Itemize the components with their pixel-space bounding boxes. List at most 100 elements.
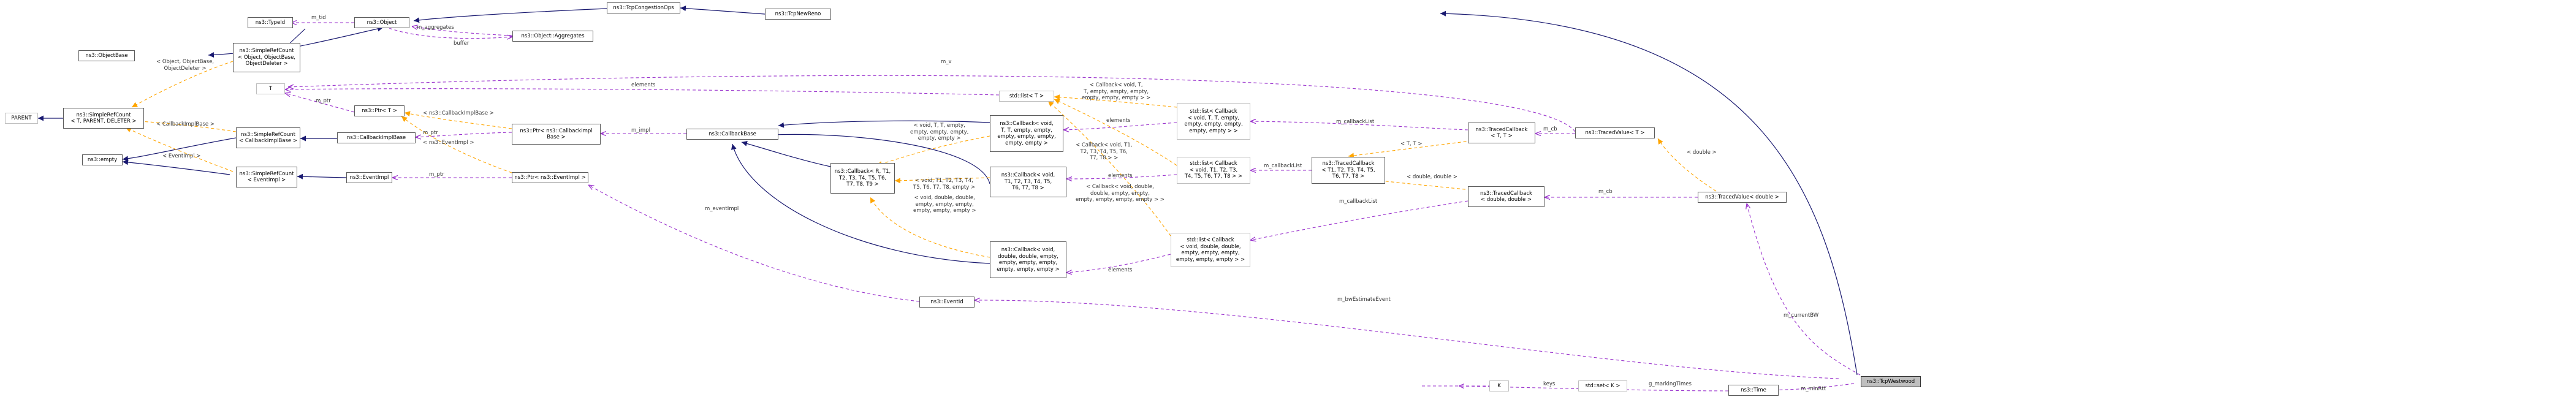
edge-label: < void, T1, T2, T3, T4, T5, T6, T7, T8, … [913,178,976,191]
edge-tcpnewreno-tcpcongestionops [680,6,766,15]
edge-label: < T, T > [1400,141,1423,147]
edge-label: m_ptr [423,130,438,136]
edge-callbackr-callbackbase [741,140,831,167]
edge-label: < void, double, double, empty, empty, em… [913,195,976,214]
edge-label: m_aggregates [417,25,454,31]
node-parent[interactable]: PARENT [5,113,38,124]
edge-ptrcb-ptrt [404,111,512,129]
node-ptr-callback-impl-base[interactable]: ns3::Ptr< ns3::CallbackImpl Base > [512,124,601,145]
edge-label: m_minRtt [1801,386,1826,392]
edge-label: < ns3::EventImpl > [423,140,474,146]
node-std-list-callback-t[interactable]: std::list< Callback < void, T, T, empty,… [1177,103,1250,140]
edge-label: g_markingTimes [1649,381,1692,387]
edge-tcpwestwood-tracedvaluedouble [1747,203,1861,376]
edge-label: m_tid [311,15,326,21]
edge-tracedcbt1-tracedcbt-tmpl [1348,140,1472,159]
edge-label: m_callbackList [1336,119,1375,125]
node-time[interactable]: ns3::Time [1728,385,1779,396]
node-event-impl[interactable]: ns3::EventImpl [346,172,392,183]
edge-label: m_callbackList [1339,198,1378,205]
node-callback-void-t1[interactable]: ns3::Callback< void, T1, T2, T3, T4, T5,… [990,167,1066,197]
edge-label: < double, double > [1407,174,1457,180]
node-std-set-k[interactable]: std::set< K > [1578,380,1627,391]
node-type-id[interactable]: ns3::TypeId [248,17,293,28]
edge-srcevent-empty [122,159,230,175]
edge-label: m_bwEstimateEvent [1337,297,1391,303]
edge-stdlistcbt1-callbackvoidt1 [1066,174,1177,179]
edge-srccallback-empty [122,137,237,162]
node-callback-base[interactable]: ns3::CallbackBase [686,129,778,140]
node-event-id[interactable]: ns3::EventId [919,297,975,308]
edge-aggregates-object [412,26,513,36]
node-traced-value-t[interactable]: ns3::TracedValue< T > [1575,127,1655,138]
edge-label: < ns3::CallbackImplBase > [423,110,494,116]
edge-callbackvoidt1-callbackbase [772,132,990,184]
edge-tracedvaluet-t [288,75,1576,132]
edge-callbackvoiddouble-callbackbase [731,143,990,264]
edge-label: elements [1108,173,1133,179]
node-traced-value-double[interactable]: ns3::TracedValue< double > [1698,192,1787,203]
edge-ptrt-t [285,93,355,113]
node-object[interactable]: ns3::Object [354,17,409,28]
edge-label: m_cb [1543,126,1557,132]
edge-label: < void, T, T, empty, empty, empty, empty… [910,123,969,142]
node-simple-ref-count-event[interactable]: ns3::SimpleRefCount < EventImpl > [236,167,297,187]
node-tcp-congestion-ops[interactable]: ns3::TcpCongestionOps [607,2,680,13]
edge-label: m_eventImpl [705,206,739,212]
edge-label: buffer [454,40,469,47]
node-k[interactable]: K [1489,380,1509,391]
edge-label: < Callback< void, T1, T2, T3, T4, T5, T6… [1076,142,1133,161]
edge-object-aggregates [389,28,512,39]
node-tcp-new-reno[interactable]: ns3::TcpNewReno [765,9,831,20]
edge-callbackvoiddouble-callbackr [870,197,990,258]
edge-label: m_callbackList [1264,163,1302,169]
node-traced-callback-t[interactable]: ns3::TracedCallback < T, T > [1468,123,1535,143]
node-std-list-t[interactable]: std::list< T > [999,91,1054,102]
edge-tcpcongestionops-object [413,8,607,23]
node-simple-ref-count-generic[interactable]: ns3::SimpleRefCount < T, PARENT, DELETER… [63,108,144,129]
edge-callbackvoidt1-callbackr [894,177,990,184]
edge-callbackvoidt-callbackbase [778,120,990,128]
node-empty[interactable]: ns3::empty [82,154,123,165]
edge-tracedvaluedouble-tracedvaluet [1657,138,1717,192]
edge-stdlistcbdouble-callbackvoiddouble [1066,254,1171,273]
node-traced-callback-t1[interactable]: ns3::TracedCallback < T1, T2, T3, T4, T5… [1312,157,1385,184]
edge-label: keys [1543,381,1556,387]
node-simple-ref-count-callback[interactable]: ns3::SimpleRefCount < CallbackImplBase > [236,127,300,148]
node-object-aggregates[interactable]: ns3::Object::Aggregates [512,31,593,42]
node-callback-void-double[interactable]: ns3::Callback< void, double, double, emp… [990,241,1066,278]
edge-tcpwestwood-eventid [975,300,1839,379]
node-object-base[interactable]: ns3::ObjectBase [78,50,135,61]
node-traced-callback-double[interactable]: ns3::TracedCallback < double, double > [1468,186,1544,207]
edge-stdlistcbt1-stdlistt [1054,99,1177,166]
edge-label: m_impl [631,127,650,134]
edge-tracedcbt-stdlistcbt [1250,121,1468,130]
edge-eventid-ptrev [588,185,920,302]
node-tcp-westwood[interactable]: ns3::TcpWestwood [1861,376,1921,387]
edge-ptrev-ptrt [401,116,512,173]
node-t[interactable]: T [256,83,285,94]
edge-label: < double > [1687,149,1717,156]
edge-label: m_ptr [429,172,444,178]
node-callback-impl-base[interactable]: ns3::CallbackImplBase [337,132,416,143]
edge-label: < Callback< void, double, double, empty,… [1076,184,1165,203]
node-std-list-callback-double[interactable]: std::list< Callback < void, double, doub… [1171,233,1250,267]
edge-label: elements [1108,267,1133,273]
node-simple-ref-count-object[interactable]: ns3::SimpleRefCount < Object, ObjectBase… [233,43,300,72]
edge-stdlistcbt-callbackvoidt [1063,122,1177,130]
node-ptr-t[interactable]: ns3::Ptr< T > [354,105,405,116]
edge-label: m_currentBW [1784,312,1819,319]
node-callback-r[interactable]: ns3::Callback< R, T1, T2, T3, T4, T5, T6… [830,163,895,194]
edge-label: m_cb [1598,189,1613,195]
node-callback-void-t[interactable]: ns3::Callback< void, T, T, empty, empty,… [990,115,1063,152]
edge-tcpwestwood-time [1753,383,1855,390]
edge-srcobject-srcgeneric [131,61,234,108]
edge-tcpwestwood-tcpnewreno [1440,10,1858,376]
edge-eventimpl-srcevent [297,173,347,180]
node-ptr-event-impl[interactable]: ns3::Ptr< ns3::EventImpl > [512,172,588,183]
node-std-list-callback-t1[interactable]: std::list< Callback < void, T1, T2, T3, … [1177,157,1250,184]
edge-label: elements [1106,118,1131,124]
edge-tracedcbdouble-tracedcbt1 [1354,175,1472,191]
